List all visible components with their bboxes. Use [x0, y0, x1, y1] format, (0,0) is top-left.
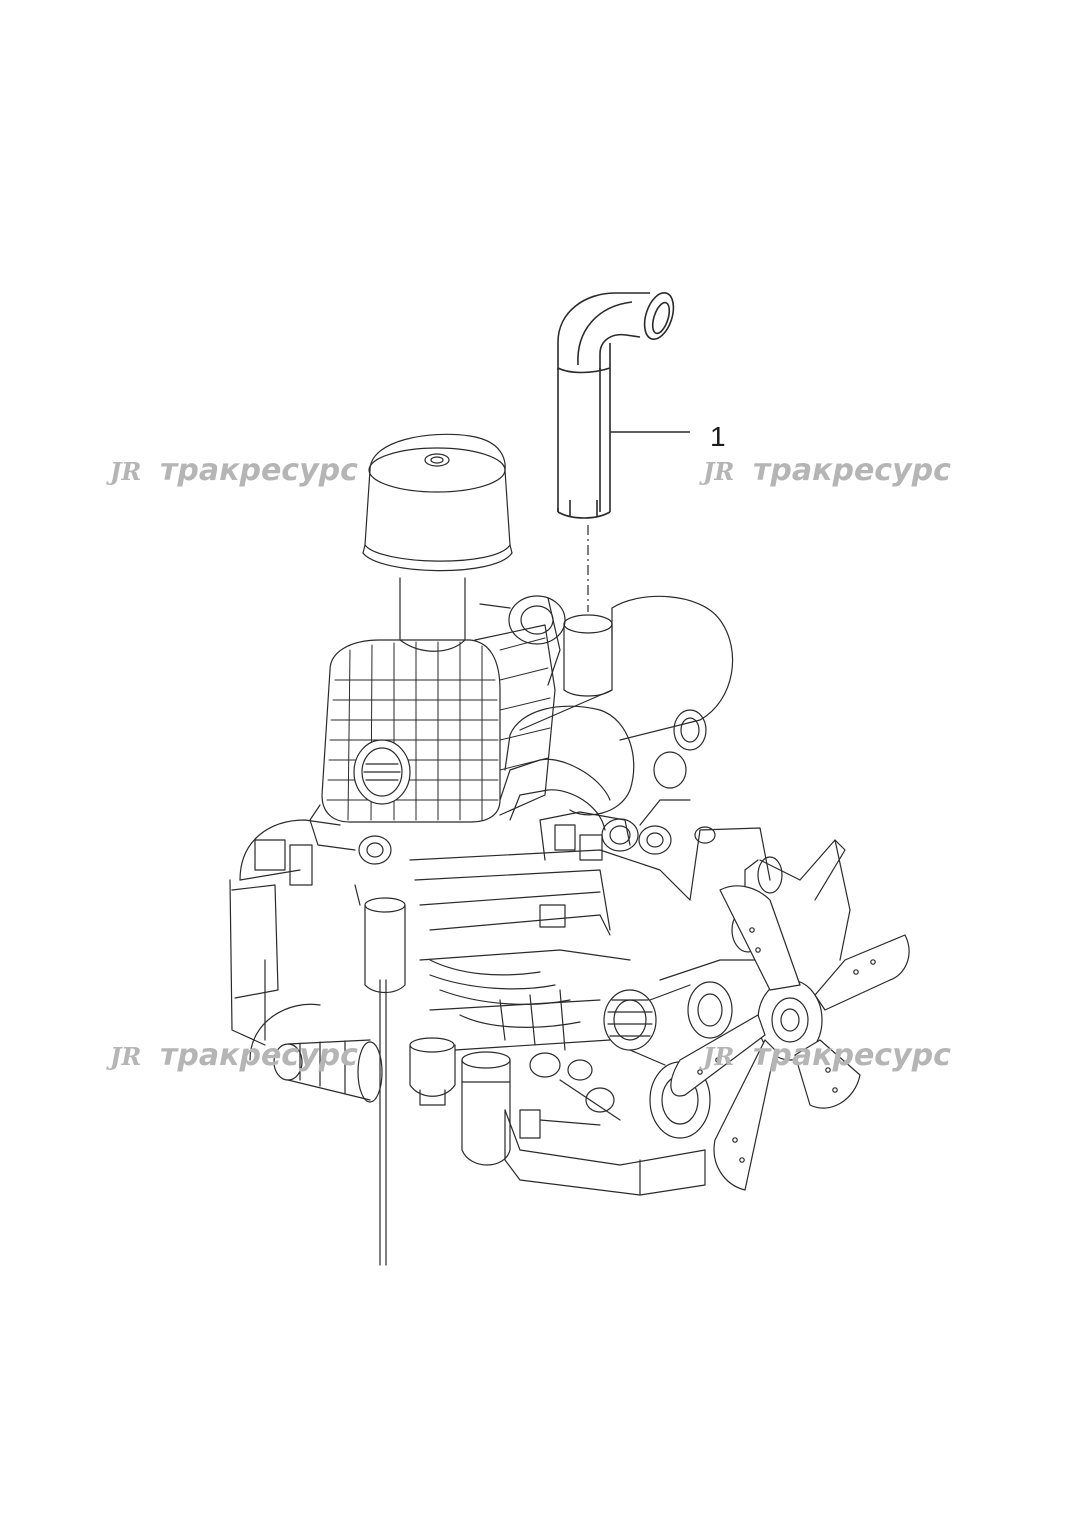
exhaust-adapter [563, 614, 613, 697]
watermark-bottom-right: JR тракресурс [699, 1038, 951, 1073]
engine-assembly [229, 433, 910, 1266]
watermark-top-left: JR тракресурс [106, 453, 358, 488]
watermark-text: тракресурс [160, 453, 358, 488]
watermark-text: тракресурс [160, 1038, 358, 1073]
callout-number-1[interactable]: 1 [710, 421, 726, 452]
filter-housing [309, 624, 556, 851]
watermark-logo: JR [106, 457, 141, 486]
watermark-logo: JR [699, 1042, 734, 1071]
turbo-housing [479, 595, 566, 686]
watermark-top-right: JR тракресурс [699, 453, 951, 488]
watermark-bottom-left: JR тракресурс [106, 1038, 358, 1073]
exhaust-pipe-part[interactable] [557, 289, 679, 519]
watermark-logo: JR [699, 457, 734, 486]
watermark-logo: JR [106, 1042, 141, 1071]
cooling-fan [670, 839, 910, 1191]
watermark-text: тракресурс [753, 1038, 951, 1073]
air-cleaner [362, 433, 513, 652]
watermark-text: тракресурс [753, 453, 951, 488]
muffler [504, 595, 734, 816]
engine-block [229, 758, 783, 1266]
